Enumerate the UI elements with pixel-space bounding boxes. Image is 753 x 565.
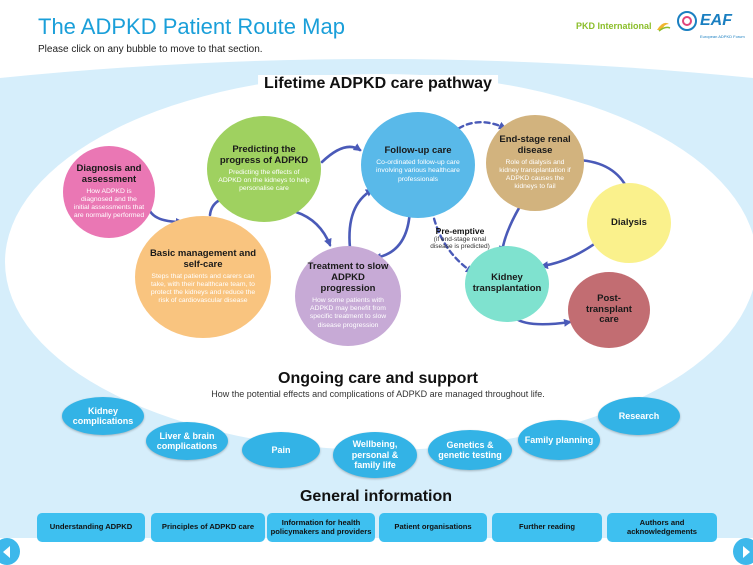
pkd-logo-text: PKD International (576, 21, 652, 31)
button-authors[interactable]: Authors and acknowledgements (607, 513, 717, 542)
arrow-left-icon (3, 545, 10, 558)
button-patient-organisations[interactable]: Patient organisations (379, 513, 487, 542)
pkd-swirl-icon (656, 22, 670, 32)
preemptive-label: Pre-emptive (if end-stage renal disease … (425, 226, 495, 251)
prev-page-button[interactable] (0, 538, 20, 565)
eaf-logo: EAF European ADPKD Forum (676, 10, 745, 39)
pill-kidney-complications[interactable]: Kidney complications (62, 397, 144, 435)
bubble-dialysis[interactable]: Dialysis (587, 183, 671, 263)
ongoing-section-subtitle: How the potential effects and complicati… (211, 389, 545, 399)
ongoing-section-title: Ongoing care and support (271, 370, 485, 388)
bubble-kidney-transplantation[interactable]: Kidney transplantation (465, 246, 549, 322)
eaf-logo-text: EAF (700, 12, 732, 29)
bubble-diagnosis[interactable]: Diagnosis and assessment How ADPKD is di… (63, 146, 155, 238)
bubble-kidney-title: Kidney transplantation (472, 272, 542, 294)
button-understanding-adpkd[interactable]: Understanding ADPKD (37, 513, 145, 542)
bubble-followup-desc: Co-ordinated follow-up care involving va… (376, 159, 460, 183)
pill-wellbeing[interactable]: Wellbeing, personal & family life (333, 432, 417, 478)
button-further-reading[interactable]: Further reading (492, 513, 602, 542)
bubble-treatment-title: Treatment to slow ADPKD progression (307, 261, 389, 295)
pill-research[interactable]: Research (598, 397, 680, 435)
next-page-button[interactable] (733, 538, 753, 565)
bubble-basic-title: Basic management and self-care (149, 247, 257, 270)
bubble-post-transplant[interactable]: Post-transplant care (568, 272, 650, 348)
bubble-esrd-title: End-stage renal disease (499, 133, 571, 156)
bubble-diagnosis-desc: How ADPKD is diagnosed and the initial a… (73, 187, 145, 220)
page-subtitle: Please click on any bubble to move to th… (38, 44, 263, 55)
button-policymakers[interactable]: Information for health policymakers and … (267, 513, 375, 542)
bubble-basic-management[interactable]: Basic management and self-care Steps tha… (135, 216, 271, 338)
pill-genetics[interactable]: Genetics & genetic testing (428, 430, 512, 470)
pkd-international-logo: PKD International (576, 20, 671, 32)
pill-pain[interactable]: Pain (242, 432, 320, 468)
bubble-posttx-title: Post-transplant care (586, 292, 632, 326)
eaf-logo-subtext: European ADPKD Forum (700, 34, 745, 39)
preemptive-desc: (if end-stage renal disease is predicted… (430, 236, 490, 251)
pill-family-planning[interactable]: Family planning (518, 420, 600, 460)
preemptive-title: Pre-emptive (435, 226, 485, 236)
button-principles-care[interactable]: Principles of ADPKD care (151, 513, 265, 542)
bubble-followup[interactable]: Follow-up care Co-ordinated follow-up ca… (361, 112, 475, 218)
pathway-section-title: Lifetime ADPKD care pathway (258, 75, 498, 93)
page-title: The ADPKD Patient Route Map (38, 14, 345, 39)
bubble-esrd-desc: Role of dialysis and kidney transplantat… (499, 158, 571, 191)
bubble-treatment-desc: How some patients with ADPKD may benefit… (309, 297, 387, 329)
bubble-predicting-title: Predicting the progress of ADPKD (219, 143, 309, 166)
pill-liver-brain-complications[interactable]: Liver & brain complications (146, 422, 228, 460)
arrow-right-icon (743, 545, 750, 558)
bubble-followup-title: Follow-up care (384, 145, 452, 157)
bubble-predicting[interactable]: Predicting the progress of ADPKD Predict… (207, 116, 321, 222)
bubble-predicting-desc: Predicting the effects of ADPKD on the k… (218, 168, 310, 192)
bubble-diagnosis-title: Diagnosis and assessment (76, 162, 142, 185)
eaf-swirl-icon (677, 11, 697, 31)
bubble-basic-desc: Steps that patients and carers can take,… (150, 272, 256, 305)
general-section-title: General information (299, 488, 453, 505)
bubble-treatment[interactable]: Treatment to slow ADPKD progression How … (295, 246, 401, 346)
bubble-esrd[interactable]: End-stage renal disease Role of dialysis… (486, 115, 584, 211)
bubble-dialysis-title: Dialysis (611, 216, 647, 228)
